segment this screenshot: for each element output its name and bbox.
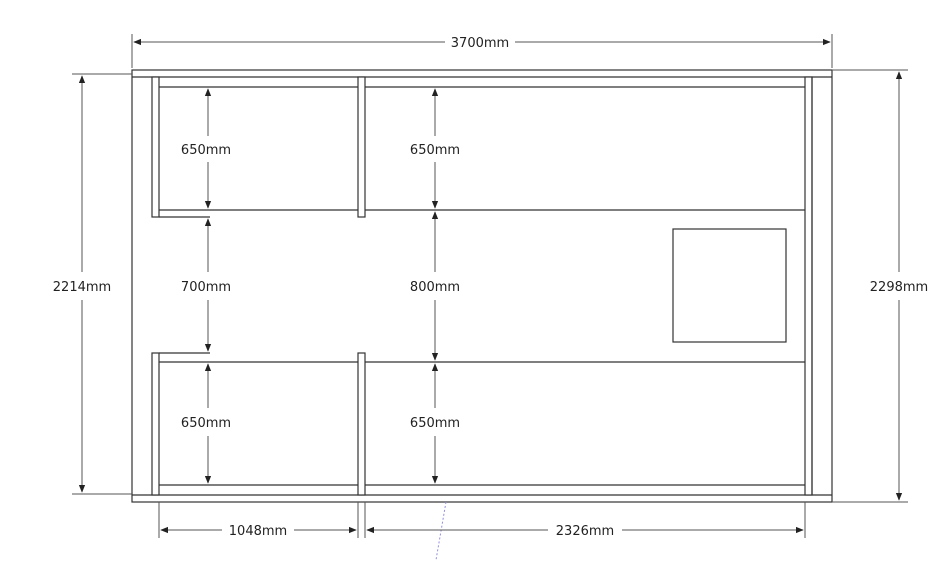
right-wall [804,76,813,496]
dim-bottom-right-width: 2326mm [556,524,614,539]
dim-right-height: 2298mm [870,280,928,295]
dim-right-bottom: 650mm [410,416,460,431]
dim-bottom-left-width: 1048mm [229,524,287,539]
dim-left-bottom: 650mm [181,416,231,431]
dim-left-middle: 700mm [181,280,231,295]
dim-total-width: 3700mm [451,36,509,51]
left-wall-lower [151,352,160,496]
dotted-guide [435,501,447,561]
middle-divider-upper [357,76,366,218]
dim-right-top: 650mm [410,143,460,158]
dim-left-top: 650mm [181,143,231,158]
dim-left-height: 2214mm [53,280,111,295]
middle-divider-lower [357,352,366,496]
square-opening [672,228,787,343]
outer-frame [131,69,833,503]
left-wall-upper [151,76,160,218]
dim-right-middle: 800mm [410,280,460,295]
